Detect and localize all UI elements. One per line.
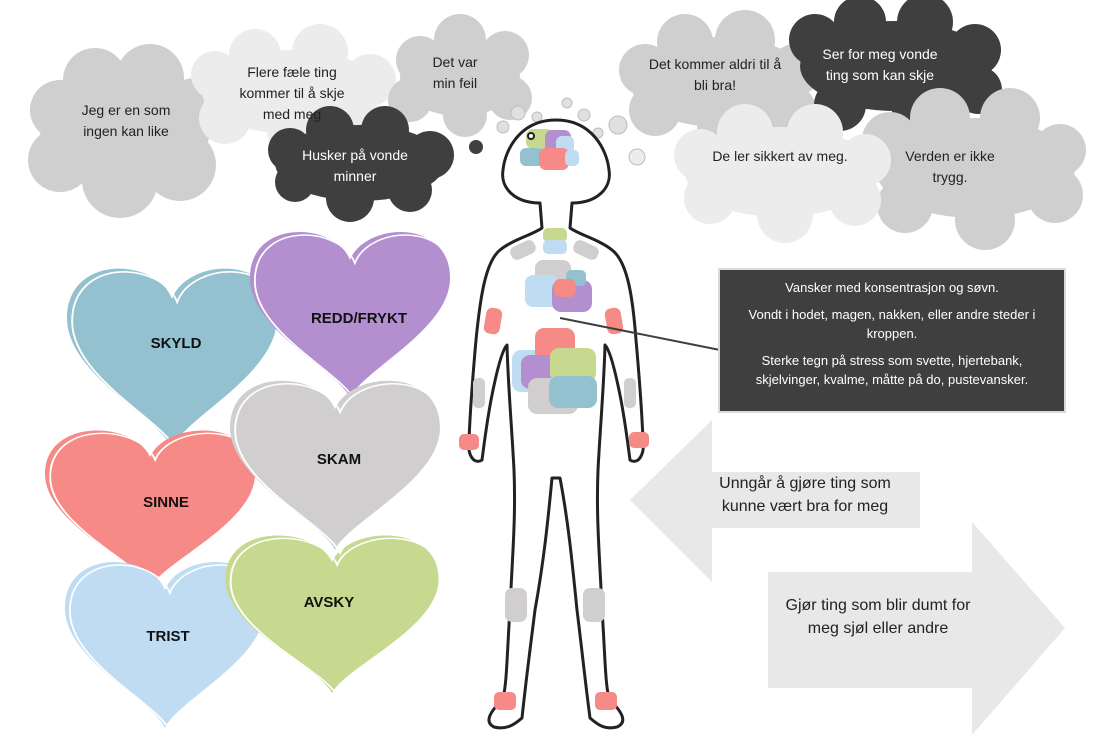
- cloud-vonde-minner: [268, 106, 454, 222]
- cloud-min-feil: [388, 14, 532, 137]
- head-blobs: [520, 129, 579, 170]
- heart-avsky: [225, 535, 445, 697]
- body-outline: [467, 118, 645, 730]
- cloud-text-fle-ting: Flere fæle ting kommer til å skje med me…: [239, 64, 345, 122]
- cloud-ler-av-meg: [674, 104, 891, 243]
- heart-label-avsky: AVSKY: [303, 594, 355, 611]
- cloud-text-ingen-like: Jeg er en som ingen kan like: [81, 102, 171, 139]
- chest-blobs: [525, 260, 592, 312]
- arrow-text-left: Unngår å gjøre ting som kunne vært bra f…: [719, 475, 891, 515]
- cloud-text-ikke-trygg: Verden er ikke trygg.: [905, 148, 995, 185]
- arrow-left: [630, 420, 920, 582]
- heart-label-trist: TRIST: [146, 628, 190, 645]
- symptoms-line-2: Vondt i hodet, magen, nakken, eller andr…: [748, 307, 1036, 341]
- belly-blobs: [512, 328, 597, 414]
- heart-label-skam: SKAM: [316, 451, 362, 468]
- cloud-text-vonde-minner: Husker på vonde minner: [302, 147, 408, 184]
- cloud-text-vonde-ting: Ser for meg vonde ting som kan skje: [822, 46, 938, 83]
- symptoms-box: Vansker med konsentrasjon og søvn. Vondt…: [718, 268, 1066, 413]
- arrow-text-right: Gjør ting som blir dumt for meg sjøl ell…: [785, 597, 971, 637]
- cloud-ingen-like: [28, 44, 227, 218]
- symptoms-line-1: Vansker med konsentrasjon og søvn.: [785, 280, 999, 295]
- limb-blobs: [459, 307, 649, 710]
- heart-label-skyld: SKYLD: [150, 335, 202, 352]
- cloud-text-aldri-bra: Det kommer aldri til å bli bra!: [648, 56, 782, 93]
- heart-label-redd: REDD/FRYKT: [310, 310, 408, 327]
- heart-label-sinne: SINNE: [143, 494, 189, 511]
- cloud-ikke-trygg: [862, 88, 1086, 250]
- cloud-text-min-feil: Det var min feil: [432, 54, 478, 91]
- neck-blobs: [510, 228, 599, 260]
- connector-line: [559, 317, 721, 351]
- symptoms-line-3: Sterke tegn på stress som svette, hjerte…: [755, 353, 1029, 387]
- arrow-right: [768, 522, 1065, 735]
- cloud-text-ler-av-meg: De ler sikkert av meg.: [712, 148, 848, 164]
